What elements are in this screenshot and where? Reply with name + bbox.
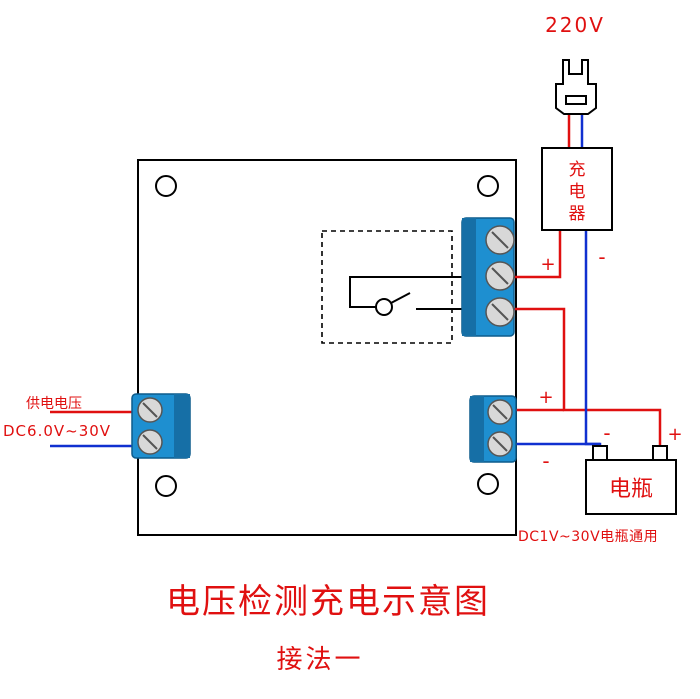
mounting-hole-bottom-left	[155, 475, 177, 497]
charger-positive-wire	[500, 230, 662, 446]
relay-terminal-block	[461, 217, 515, 337]
supply-terminal-block	[131, 393, 191, 459]
supply-label-line1: 供电电压	[26, 396, 82, 412]
mounting-hole-top-right	[477, 175, 499, 197]
battery-range-label: DC1V~30V电瓶通用	[518, 529, 658, 545]
power-plug-icon	[555, 59, 597, 115]
charger-label-line1: 充	[569, 160, 586, 180]
diagram-title: 电压检测充电示意图	[166, 582, 490, 622]
mounting-hole-top-left	[155, 175, 177, 197]
source-voltage-label: 220V	[545, 13, 605, 37]
charger-box	[541, 147, 613, 231]
supply-label-line2: DC6.0V~30V	[3, 422, 111, 440]
mains-wires	[567, 110, 584, 148]
output-minus-sign: -	[542, 449, 549, 473]
module-board	[137, 159, 517, 536]
diagram-subtitle: 接法一	[276, 645, 363, 675]
battery-plus-sign: +	[667, 424, 682, 445]
battery-icon	[585, 445, 677, 515]
mounting-hole-bottom-right	[477, 473, 499, 495]
battery-minus-sign: -	[603, 421, 610, 445]
relay-minus-sign: -	[598, 245, 605, 269]
relay-switch	[349, 276, 462, 316]
charger-label-line2: 电	[569, 182, 586, 202]
battery-label: 电瓶	[609, 477, 653, 502]
output-plus-sign: +	[538, 387, 553, 408]
charger-label-line3: 器	[569, 204, 586, 224]
relay-plus-sign: +	[540, 254, 555, 275]
relay-area	[321, 230, 453, 344]
output-terminal-block	[469, 395, 517, 463]
